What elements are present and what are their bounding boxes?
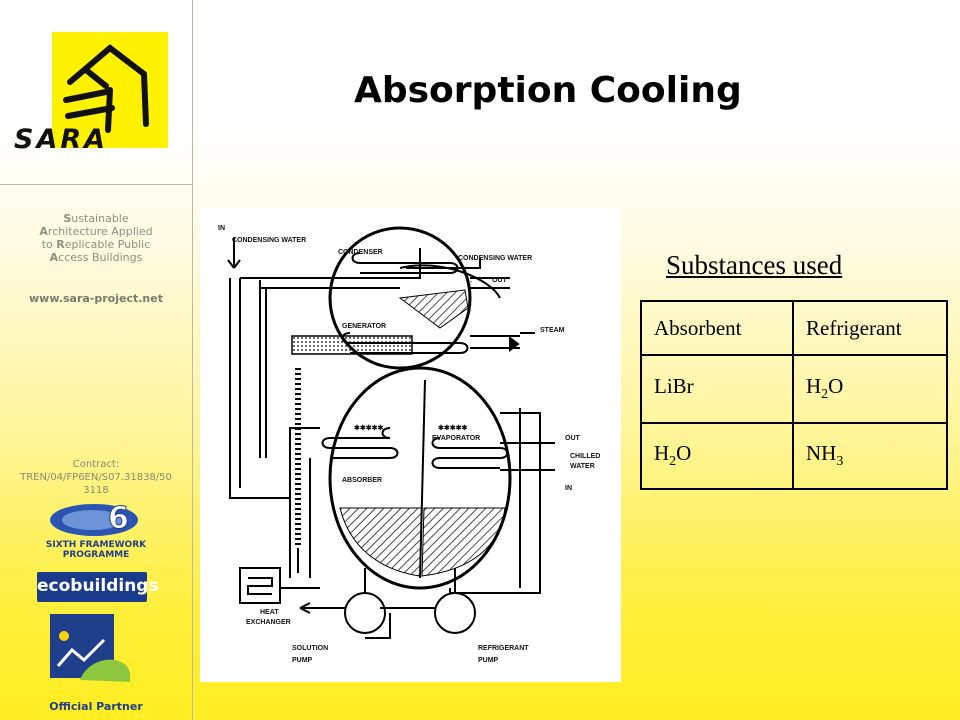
- svg-text:6: 6: [108, 501, 129, 536]
- contract-info: Contract: TREN/04/FP6EN/S07.31838/50 311…: [0, 458, 192, 497]
- absorption-chiller-diagram: ✱✱✱✱✱ ✱✱✱✱✱ IN CONDENSING WATER CONDENSE…: [200, 208, 621, 682]
- project-url-link[interactable]: www.sara-project.net: [29, 292, 163, 305]
- svg-text:✱✱✱✱✱: ✱✱✱✱✱: [438, 424, 467, 432]
- diagram-label-pump-right: PUMP: [478, 657, 499, 664]
- sidebar: SARA Sustainable Architecture Applied to…: [0, 0, 193, 720]
- diagram-label-in-top: IN: [218, 225, 225, 232]
- project-tagline: Sustainable Architecture Applied to Repl…: [0, 212, 192, 264]
- table-cell: LiBr: [640, 354, 794, 424]
- fp6-caption: SIXTH FRAMEWORK PROGRAMME: [45, 540, 147, 560]
- diagram-label-exchanger: EXCHANGER: [246, 619, 291, 626]
- sara-logo-word: SARA: [14, 124, 109, 155]
- contract-number: TREN/04/FP6EN/S07.31838/50 3118: [20, 472, 172, 496]
- fp6-logo-icon: 6: [50, 501, 138, 537]
- diagram-label-pump-left: PUMP: [292, 657, 313, 664]
- diagram-label-in-mid: IN: [565, 485, 572, 492]
- diagram-label-refrigerant: REFRIGERANT: [478, 645, 529, 652]
- slide-title: Absorption Cooling: [354, 70, 742, 111]
- table-cell: H2O: [640, 422, 794, 490]
- diagram-label-generator: GENERATOR: [342, 323, 386, 330]
- ecobuildings-logo: ecobuildings: [37, 572, 159, 602]
- substances-table: Absorbent Refrigerant LiBr H2O H2O NH3: [640, 300, 948, 490]
- svg-text:✱✱✱✱✱: ✱✱✱✱✱: [354, 424, 383, 432]
- diagram-label-condensing-water-in: CONDENSING WATER: [232, 237, 306, 244]
- diagram-label-condensing-water-out: CONDENSING WATER: [458, 255, 532, 262]
- table-header-row: Absorbent Refrigerant: [640, 300, 948, 356]
- diagram-label-out-mid: OUT: [565, 435, 581, 442]
- diagram-label-chilled: CHILLED: [570, 453, 600, 460]
- diagram-label-condenser: CONDENSER: [338, 249, 383, 256]
- table-cell: H2O: [792, 354, 948, 424]
- tagline-line: Sustainable: [63, 212, 129, 225]
- table-row: LiBr H2O: [640, 354, 948, 424]
- table-row: H2O NH3: [640, 422, 948, 490]
- sara-logo-cell: SARA: [0, 0, 192, 185]
- tagline-line: Access Buildings: [49, 251, 143, 264]
- diagram-label-heat: HEAT: [260, 609, 279, 616]
- diagram-label-absorber: ABSORBER: [342, 477, 382, 484]
- header-absorbent: Absorbent: [640, 300, 794, 356]
- diagram-label-solution: SOLUTION: [292, 645, 328, 652]
- svg-text:.: .: [470, 277, 472, 284]
- diagram-label-water: WATER: [570, 463, 595, 470]
- sustainable-energy-europe-logo-icon: [50, 614, 130, 682]
- tagline-line: Architecture Applied: [39, 225, 153, 238]
- absorption-chiller-schematic: ✱✱✱✱✱ ✱✱✱✱✱ IN CONDENSING WATER CONDENSE…: [218, 225, 600, 664]
- sara-logo-icon: [63, 44, 149, 133]
- diagram-label-steam: STEAM: [540, 327, 565, 334]
- official-partner-label: Official Partner: [49, 700, 143, 713]
- diagram-label-evaporator: EVAPORATOR: [432, 435, 480, 442]
- tagline-line: to Replicable Public: [41, 238, 151, 251]
- header-refrigerant: Refrigerant: [792, 300, 948, 356]
- diagram-label-out-top: OUT: [492, 277, 508, 284]
- contract-label: Contract:: [72, 459, 120, 470]
- substances-heading: Substances used: [666, 250, 843, 280]
- table-cell: NH3: [792, 422, 948, 490]
